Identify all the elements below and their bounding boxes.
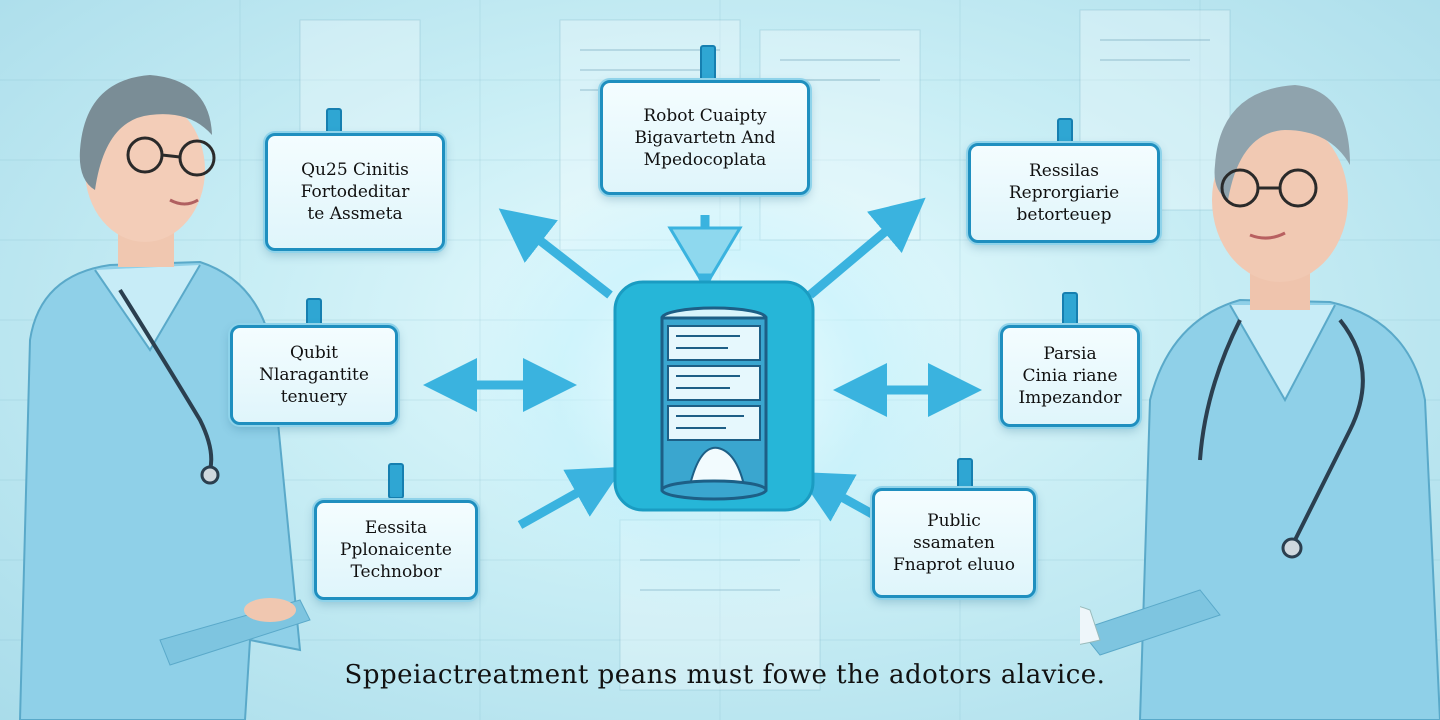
doctor-right: [1080, 85, 1440, 720]
label-line: Public: [927, 511, 981, 531]
label-line: Impezandor: [1018, 388, 1122, 408]
arrow-top-right: [807, 197, 926, 299]
label-line: te Assmeta: [307, 204, 403, 224]
label-line: Reprorgiarie: [1008, 183, 1120, 203]
label-line: Ressilas: [1028, 161, 1100, 181]
label-line: Qu25 Cinitis: [301, 160, 409, 180]
label-line: tenuery: [280, 387, 348, 407]
label-card-bottom-left: Eessita Pplonaicente Technobor: [314, 500, 478, 600]
label-card-top-right: Ressilas Reprorgiarie betorteuep: [968, 143, 1160, 243]
label-card-mid-left: Qubit Nlaragantite tenuery: [230, 325, 398, 425]
label-card-top-center: Robot Cuaipty Bigavartetn And Mpedocopla…: [600, 80, 810, 195]
label-line: Bigavartetn And: [634, 127, 776, 148]
label-line: Mpedocoplata: [643, 149, 767, 170]
label-card-bottom-right: Public ssamaten Fnaprot eluuo: [872, 488, 1036, 598]
label-line: Robot Cuaipty: [643, 105, 767, 126]
label-line: Technobor: [350, 562, 442, 582]
label-line: Cinia riane: [1022, 366, 1118, 386]
label-line: Parsia: [1043, 344, 1097, 364]
label-line: Qubit: [289, 343, 339, 363]
label-line: Eessita: [364, 518, 428, 538]
label-line: Pplonaicente: [340, 540, 452, 560]
label-line: Fnaprot eluuo: [893, 555, 1015, 575]
arrow-bottom-left: [517, 466, 624, 529]
caption: Sppeiactreatment peans must fowe the ado…: [344, 660, 1106, 690]
label-line: betorteuep: [1016, 205, 1112, 225]
label-line: ssamaten: [913, 533, 995, 553]
label-card-top-left: Qu25 Cinitis Fortodeditar te Assmeta: [265, 133, 445, 251]
funnel-shape: [667, 226, 743, 277]
arrow-top-left: [498, 208, 613, 299]
label-tab: [388, 463, 404, 499]
label-line: Nlaragantite: [259, 365, 369, 385]
label-card-mid-right: Parsia Cinia riane Impezandor: [1000, 325, 1140, 427]
label-tab: [700, 45, 716, 81]
label-tab: [1062, 292, 1078, 328]
label-line: Fortodeditar: [300, 182, 410, 202]
